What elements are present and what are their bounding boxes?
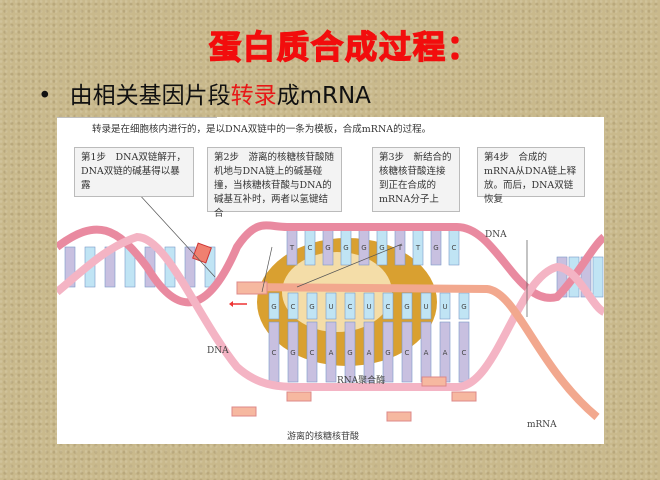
label-mrna: mRNA [527,420,557,430]
free-nucleotide [386,411,412,422]
mrna-base [439,292,451,320]
template-base [344,321,356,383]
bullet-dot: • [38,83,52,109]
mrna-base-letter: C [348,303,353,311]
top-strand-base-letter: C [308,244,313,252]
top-strand-base-letter: G [379,244,384,252]
mrna-base [325,292,337,320]
template-base-letter: A [367,349,372,357]
bullet-highlight: 转录 [230,83,277,109]
right-helix-base [592,256,604,298]
bullet-item: • 由相关基因片段转录成mRNA [38,76,371,110]
left-helix-base [64,246,76,288]
template-base-letter: C [405,349,410,357]
top-strand-base-letter: G [343,244,348,252]
template-base-letter: A [329,349,334,357]
top-strand-base-letter: C [452,244,457,252]
bullet-text: 由相关基因片段 [69,83,231,109]
template-base-letter: G [290,349,295,357]
template-base-letter: C [272,349,277,357]
template-base-letter: A [424,349,429,357]
free-nucleotide [231,406,257,417]
template-base [363,321,375,383]
step-3-box: 第3步 新结合的核糖核苷酸连接到正在合成的mRNA分子上 [372,147,460,212]
free-nucleotide [421,376,447,387]
template-base [306,321,318,383]
mrna-base [344,292,356,320]
template-base-letter: G [385,349,390,357]
label-dna-top: DNA [485,230,507,240]
label-dna-bottom: DNA [207,346,229,356]
top-strand-base-letter: G [325,244,330,252]
step-1-box: 第1步 DNA双链解开，DNA双链的碱基得以暴露 [74,147,194,197]
mrna-base-letter: U [423,303,428,311]
mrna-base-letter: U [442,303,447,311]
mrna-base [363,292,375,320]
mrna-base [306,292,318,320]
template-base-letter: C [310,349,315,357]
mrna-base-letter: C [291,303,296,311]
dna-top-strand [57,221,604,307]
template-base-letter: C [462,349,467,357]
label-free-nucleotides: 游离的核糖核苷酸 [287,432,360,442]
mrna-base [420,292,432,320]
dna-helix-illustration: T C G G G G T T G C G C G U C U C G U U G C G C A G A G C A A C [57,117,604,422]
mrna-strand [241,283,600,421]
mrna-base [287,292,299,320]
step-2-box: 第2步 游离的核糖核苷酸随机地与DNA链上的碱基碰撞，当核糖核苷酸与DNA的碱基… [207,147,342,219]
template-base-letter: A [443,349,448,357]
mrna-base-letter: C [386,303,391,311]
top-strand-base-letter: G [433,244,438,252]
top-strand-base-letter: G [361,244,366,252]
mrna-base-letter: G [461,303,466,311]
mrna-base [401,292,413,320]
mrna-base-letter: U [328,303,333,311]
mrna-base [458,292,470,320]
left-helix-base [184,246,196,288]
top-strand-base-letter: T [415,244,421,252]
step-4-box: 第4步 合成的mRNA从DNA链上释放。而后，DNA双链恢复 [477,147,585,205]
slide-title: 蛋白质合成过程： [208,27,481,67]
template-base [382,321,394,383]
bullet-text-end: 成mRNA [276,83,371,109]
template-base [401,321,413,383]
figure-caption: 转录是在细胞核内进行的，是以DNA双链中的一条为模板，合成mRNA的过程。 [92,124,432,135]
template-base-letter: G [347,349,352,357]
mrna-base [382,292,394,320]
mrna-base-letter: U [366,303,371,311]
free-nucleotide [286,391,312,402]
template-base [325,321,337,383]
top-strand-base-letter: T [289,244,295,252]
mrna-base-letter: G [309,303,314,311]
mrna-base-letter: G [404,303,409,311]
transcription-diagram: T C G G G G T T G C G C G U C U C G U U G C G C A G A G C A A C 转录是在细胞核… [57,117,604,444]
template-base [287,321,299,383]
label-rna-polymerase: RNA聚合酶 [337,376,386,386]
dna-bottom-strand [57,232,604,391]
free-nucleotide [451,391,477,402]
mrna-base-letter: G [271,303,276,311]
top-strand-base-letter: T [397,244,403,252]
mrna-base [268,292,280,320]
